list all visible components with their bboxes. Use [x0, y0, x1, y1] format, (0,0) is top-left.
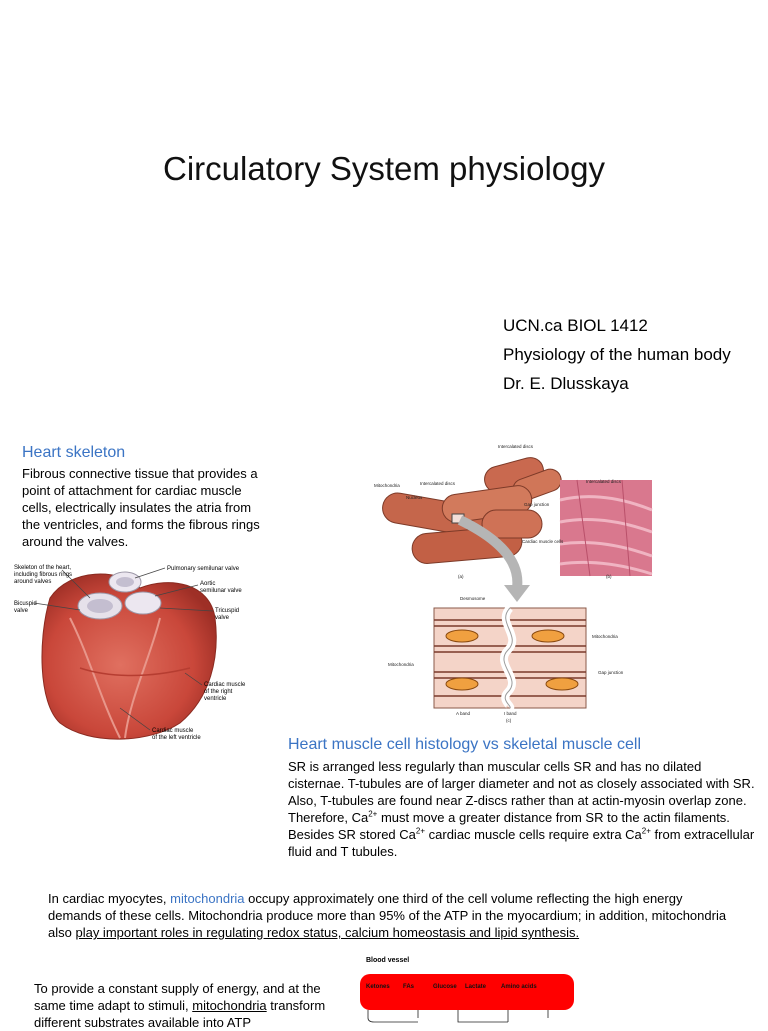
label-desmosome: Desmosome	[460, 596, 486, 601]
supply-underlined: mitochondria	[192, 998, 267, 1013]
label-gap-junction-c: Gap junction	[598, 670, 624, 675]
label-intercalated-b: Intercalated discs	[586, 479, 622, 484]
histology-photo	[559, 479, 653, 577]
ca-sup-2: 2+	[415, 826, 426, 836]
label-nucleus: Nucleus	[406, 495, 423, 500]
vessel-item-glucose: Glucose	[433, 984, 457, 990]
cardiac-muscle-figure: Intercalated discs Mitochondria Nucleus …	[372, 440, 654, 724]
blood-vessel-label: Blood vessel	[366, 957, 409, 964]
page-title: Circulatory System physiology	[163, 150, 605, 187]
label-skeleton: Skeleton of the heart,including fibrous …	[14, 565, 72, 585]
label-intercalated-top: Intercalated discs	[498, 444, 534, 449]
label-c: (c)	[506, 718, 512, 723]
histology-text: SR is arranged less regularly than muscu…	[288, 758, 760, 860]
label-mitochondria-a: Mitochondria	[374, 483, 400, 488]
mito-part2: occupy approximately one third of the ce…	[48, 891, 727, 940]
heart-skeleton-figure: Skeleton of the heart,including fibrous …	[14, 565, 246, 741]
label-intercalated-a: Intercalated discs	[420, 481, 456, 486]
ca-sup-1: 2+	[368, 809, 378, 819]
mito-underlined: play important roles in regulating redox…	[75, 925, 580, 940]
label-gap-junction-a: Gap junction	[524, 502, 550, 507]
label-i-band: I band	[504, 711, 517, 716]
supply-paragraph: To provide a constant supply of energy, …	[34, 980, 334, 1031]
label-b: (b)	[606, 574, 612, 579]
ca-sup-3: 2+	[641, 826, 651, 836]
blood-vessel-figure: Blood vessel Ketones FAs Glucose Lactate…	[360, 957, 574, 1023]
label-cardiac-cells: Cardiac muscle cells	[522, 539, 564, 544]
mito-part1: In cardiac myocytes,	[48, 891, 171, 906]
supply-part1: To provide a constant supply of energy, …	[34, 981, 321, 1013]
label-pulmonary: Pulmonary semilunar valve	[167, 566, 240, 572]
heart-skeleton-text: Fibrous connective tissue that provides …	[22, 466, 260, 549]
histology-heading: Heart muscle cell histology vs skeletal …	[288, 736, 642, 753]
course-name: Physiology of the human body	[503, 345, 731, 364]
course-code: UCN.ca BIOL 1412	[503, 316, 648, 335]
mitochondria-paragraph: In cardiac myocytes, mitochondria occupy…	[48, 890, 738, 941]
histology-p3a: Besides SR stored Ca	[288, 827, 416, 842]
label-a-band: A band	[456, 711, 471, 716]
label-mitochondria-c-left: Mitochondria	[388, 662, 414, 667]
histology-p2b: must move a greater distance from SR to …	[377, 810, 730, 825]
heart-skeleton-heading: Heart skeleton	[22, 444, 126, 461]
label-a: (a)	[458, 574, 464, 579]
vessel-item-amino-acids: Amino acids	[501, 984, 537, 990]
histology-p2a: Therefore, Ca	[288, 810, 369, 825]
blood-vessel-bar	[360, 974, 574, 1010]
histology-p1: SR is arranged less regularly than muscu…	[288, 759, 755, 808]
vessel-item-lactate: Lactate	[465, 984, 487, 990]
label-mitochondria-c-right: Mitochondria	[592, 634, 618, 639]
vessel-item-fas: FAs	[403, 984, 415, 990]
instructor: Dr. E. Dlusskaya	[503, 374, 629, 393]
histology-p3b: cardiac muscle cells require extra Ca	[425, 827, 642, 842]
histology-p3c: from extracellular fluid and T tubules.	[288, 827, 755, 859]
magnified-cells	[433, 605, 587, 712]
mito-link-text: mitochondria	[170, 891, 245, 906]
course-info: UCN.ca BIOL 1412 Physiology of the human…	[503, 316, 753, 403]
vessel-item-ketones: Ketones	[366, 984, 390, 990]
